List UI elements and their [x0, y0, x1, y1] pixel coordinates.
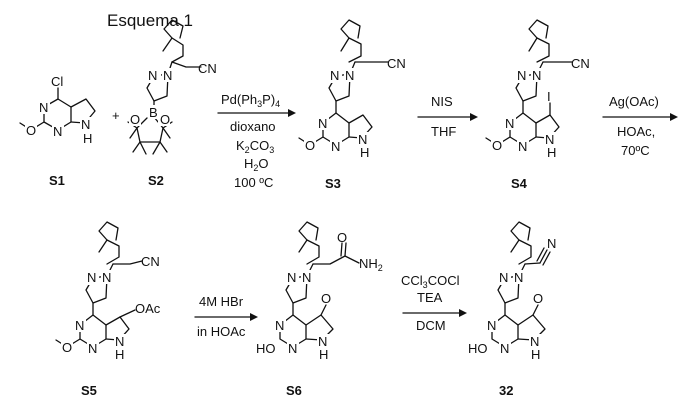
S6-ketone-O-atom: O — [321, 291, 331, 306]
S4-pyrazole-N2-atom: N — [532, 68, 541, 83]
32-pyrazole-N1-atom: N — [499, 270, 508, 285]
step5-arrow — [403, 309, 467, 317]
32-pyrazole-N2-atom: N — [514, 270, 523, 285]
32-nitrile-N-atom: N — [547, 236, 556, 251]
S2-pyrazole-N1-atom: N — [148, 68, 157, 83]
S4-nitrile-atom: CN — [571, 56, 590, 71]
step1-base: K2CO3 — [236, 138, 274, 155]
S4-N1-atom: N — [505, 116, 514, 131]
S6-hydroxy-group: HO — [256, 341, 276, 356]
32-N3-atom: N — [500, 341, 509, 356]
scheme-title: Esquema 1 — [107, 11, 193, 30]
S6-pyrazole-N2-atom: N — [302, 270, 311, 285]
step5-solvent: DCM — [416, 318, 446, 333]
S6-N3-atom: N — [288, 341, 297, 356]
S1-N3-atom: N — [53, 124, 62, 139]
step1-water: H2O — [244, 156, 269, 173]
compound-label-S3: S3 — [325, 176, 341, 191]
S1-pyrrole-H-atom: H — [83, 131, 92, 146]
S3-N3-atom: N — [331, 139, 340, 154]
S6-pyrazole-N1-atom: N — [287, 270, 296, 285]
S2-boronate-O1-atom: O — [130, 112, 140, 127]
step5-base: TEA — [417, 290, 443, 305]
step1-catalyst: Pd(Ph3P)4 — [221, 92, 280, 109]
S2-boron-atom: B — [149, 105, 158, 120]
S4-pyrrole-H-atom: H — [547, 145, 556, 160]
step2-solvent: THF — [431, 124, 456, 139]
S4-pyrazole-N1-atom: N — [517, 68, 526, 83]
compound-S3-structure — [299, 20, 388, 153]
step5-reagent: CCl3COCl — [401, 273, 460, 290]
step3-reagent: Ag(OAc) — [609, 94, 659, 109]
plus-sign: + — [112, 108, 120, 123]
32-pyrrole-H-atom: H — [531, 347, 540, 362]
S1-methoxy-O-atom: O — [26, 123, 36, 138]
S1-pyrrole-N-atom: N — [81, 117, 90, 132]
step1-temperature: 100 ºC — [234, 175, 273, 190]
step2-arrow — [418, 113, 478, 121]
step4-solvent: in HOAc — [197, 324, 246, 339]
S3-N1-atom: N — [318, 116, 327, 131]
compound-label-S6: S6 — [286, 383, 302, 398]
compound-S2-structure — [128, 20, 201, 154]
S4-N3-atom: N — [518, 139, 527, 154]
step3-solvent: HOAc, — [617, 124, 655, 139]
S5-acetoxy-group: OAc — [135, 301, 161, 316]
32-N1-atom: N — [487, 318, 496, 333]
S6-carbonyl-O-atom: O — [337, 230, 347, 245]
S5-N3-atom: N — [88, 341, 97, 356]
compound-label-S5: S5 — [81, 383, 97, 398]
S3-pyrazole-N2-atom: N — [345, 68, 354, 83]
S6-pyrrole-H-atom: H — [319, 347, 328, 362]
S2-boronate-O2-atom: O — [160, 112, 170, 127]
S5-nitrile-atom: CN — [141, 254, 160, 269]
S3-methoxy-O-atom: O — [305, 138, 315, 153]
S5-pyrrole-H-atom: H — [115, 347, 124, 362]
step3-arrow — [603, 113, 678, 121]
S1-chloro-atom: Cl — [51, 74, 63, 89]
S5-pyrazole-N2-atom: N — [102, 270, 111, 285]
S3-pyrazole-N1-atom: N — [330, 68, 339, 83]
compound-S5-structure — [56, 222, 142, 355]
compound-S4-structure — [486, 20, 572, 153]
compound-label-S4: S4 — [511, 176, 528, 191]
compound-label-S2: S2 — [148, 173, 164, 188]
S3-pyrrole-H-atom: H — [360, 145, 369, 160]
32-hydroxy-group: HO — [468, 341, 488, 356]
step2-reagent: NIS — [431, 94, 453, 109]
step3-temperature: 70ºC — [621, 143, 650, 158]
S3-nitrile-atom: CN — [387, 56, 406, 71]
step1-arrow — [218, 109, 296, 117]
step1-solvent: dioxano — [230, 119, 276, 134]
S6-amide-NH2-group: NH2 — [359, 256, 383, 273]
S1-N1-atom: N — [39, 100, 48, 115]
compound-label-S1: S1 — [49, 173, 65, 188]
S2-nitrile-atom: CN — [198, 61, 217, 76]
compound-32-structure — [486, 222, 550, 355]
S5-N1-atom: N — [75, 318, 84, 333]
S6-N1-atom: N — [275, 318, 284, 333]
compound-label-32: 32 — [499, 383, 513, 398]
S5-pyrazole-N1-atom: N — [87, 270, 96, 285]
step4-arrow — [195, 313, 258, 321]
S4-methoxy-O-atom: O — [492, 138, 502, 153]
S2-pyrazole-N2-atom: N — [163, 68, 172, 83]
32-ketone-O-atom: O — [533, 291, 543, 306]
S4-iodo-atom: I — [547, 89, 551, 104]
S5-methoxy-O-atom: O — [62, 340, 72, 355]
step4-reagent: 4M HBr — [199, 294, 244, 309]
